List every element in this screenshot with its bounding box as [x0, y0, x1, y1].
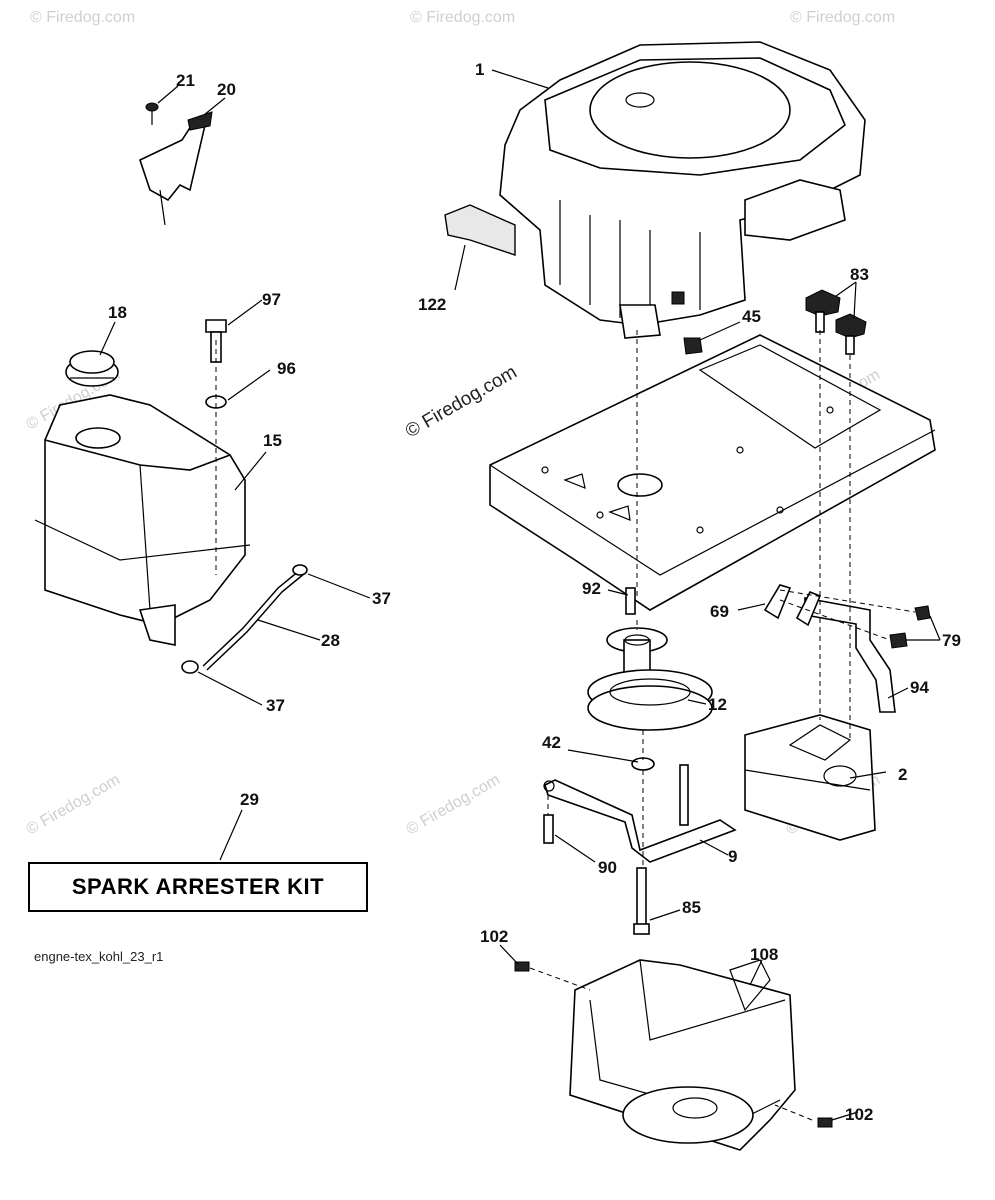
watermark-center: © Firedog.com — [402, 362, 521, 443]
bolt-97-part — [205, 319, 227, 363]
callout-122: 122 — [418, 295, 446, 314]
callout-108: 108 — [750, 945, 778, 964]
callout-12: 12 — [708, 695, 727, 714]
engine-mount-plate — [489, 334, 936, 611]
callout-21: 21 — [176, 71, 195, 90]
drawing-code: engne-tex_kohl_23_r1 — [34, 949, 164, 964]
fuel-cap-18-part — [65, 350, 119, 387]
callout-69: 69 — [710, 602, 729, 621]
callout-labels: 1 2 9 12 15 18 20 21 28 29 37 37 42 45 6… — [108, 60, 961, 1124]
pulley-12-part — [587, 627, 713, 731]
choke-bracket-20-part — [139, 111, 213, 226]
callout-37a: 37 — [372, 589, 391, 608]
watermark: © Firedog.com — [24, 771, 124, 838]
callout-102a: 102 — [480, 927, 508, 946]
callout-83: 83 — [850, 265, 869, 284]
fuel-tank-15-part — [34, 394, 251, 646]
callout-97: 97 — [262, 290, 281, 309]
callout-79: 79 — [942, 631, 961, 650]
screw-21-part — [145, 102, 159, 125]
nut-45-part — [683, 337, 703, 355]
callout-94: 94 — [910, 678, 929, 697]
callout-37b: 37 — [266, 696, 285, 715]
callout-102b: 102 — [845, 1105, 873, 1124]
watermark: © Firedog.com — [404, 771, 504, 838]
callout-42: 42 — [542, 733, 561, 752]
bolt-102-part — [514, 961, 833, 1128]
watermark: © Firedog.com — [410, 9, 515, 26]
nut-79-part — [889, 605, 931, 649]
engine-part — [499, 41, 866, 339]
watermark: © Firedog.com — [790, 9, 895, 26]
callout-29: 29 — [240, 790, 259, 809]
callout-18: 18 — [108, 303, 127, 322]
callout-96: 96 — [277, 359, 296, 378]
callout-90: 90 — [598, 858, 617, 877]
leader-lines — [99, 69, 941, 1121]
fuel-line-28-part — [181, 564, 308, 674]
callout-85: 85 — [682, 898, 701, 917]
belt-keeper-9-part — [543, 764, 737, 863]
assembly-lines — [215, 330, 916, 1121]
callout-45: 45 — [742, 307, 761, 326]
bolt-92-part — [625, 587, 636, 615]
muffler-2-part — [744, 714, 876, 841]
bolt-85-part — [633, 867, 650, 935]
spark-arrester-kit-label: SPARK ARRESTER KIT — [28, 862, 368, 912]
callout-9: 9 — [728, 847, 737, 866]
callout-2: 2 — [898, 765, 907, 784]
callout-92: 92 — [582, 579, 601, 598]
callout-15: 15 — [263, 431, 282, 450]
callout-28: 28 — [321, 631, 340, 650]
bolt-90-part — [543, 814, 554, 844]
callout-20: 20 — [217, 80, 236, 99]
watermark: © Firedog.com — [30, 9, 135, 26]
callout-1: 1 — [475, 60, 484, 79]
bolt-83-part — [805, 289, 867, 355]
bracket-122-part — [444, 204, 516, 291]
engine-guard-108-part — [569, 959, 796, 1151]
